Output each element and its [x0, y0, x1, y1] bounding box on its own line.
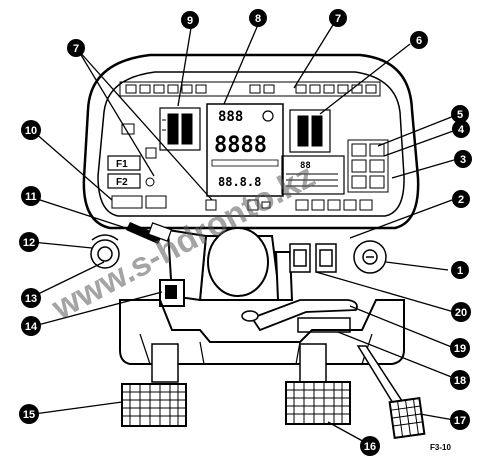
dashboard-inner-rim — [97, 71, 405, 217]
ignition-switch — [353, 240, 387, 274]
callout-4: 4 — [452, 120, 470, 138]
callout-18: 18 — [450, 370, 470, 390]
callout-15: 15 — [19, 404, 39, 424]
lcd-left-digits: 88.8.8 — [218, 175, 261, 189]
callout-7-right: 7 — [329, 9, 347, 27]
callout-17: 17 — [450, 410, 470, 430]
dashboard-shell — [82, 53, 420, 230]
svg-text:13: 13 — [25, 293, 37, 305]
callout-9: 9 — [181, 11, 199, 29]
lcd-top-digits: 888 — [218, 109, 243, 125]
left-rotary-dial — [90, 234, 120, 269]
callout-16: 16 — [360, 436, 380, 456]
f2-key-label: F2 — [116, 177, 128, 188]
lcd-main-digits: 8888 — [214, 133, 267, 158]
callout-19: 19 — [450, 338, 470, 358]
callout-8: 8 — [249, 9, 267, 27]
callout-10: 10 — [21, 120, 41, 140]
svg-text:11: 11 — [25, 191, 37, 203]
callout-11: 11 — [21, 186, 41, 206]
svg-text:5: 5 — [457, 109, 463, 121]
callout-7-left: 7 — [67, 39, 85, 57]
callout-5: 5 — [451, 105, 469, 123]
left-pedal — [121, 343, 187, 427]
callout-12: 12 — [19, 232, 39, 252]
svg-text:7: 7 — [335, 13, 341, 25]
svg-text:7: 7 — [73, 43, 79, 55]
column-base — [297, 317, 351, 333]
left-bar-gauges — [159, 107, 201, 151]
svg-text:15: 15 — [23, 409, 35, 421]
svg-text:17: 17 — [454, 415, 466, 427]
multifunction-lever — [126, 222, 173, 244]
svg-text:12: 12 — [23, 237, 35, 249]
center-pedal — [285, 343, 351, 425]
center-lcd-display: 888 8888 88.8.8 — [206, 103, 284, 197]
bottom-right-button-row — [295, 199, 373, 211]
callout-13: 13 — [21, 288, 41, 308]
svg-text:4: 4 — [458, 124, 465, 136]
figure-code: F3-10 — [430, 443, 451, 452]
tilt-lever — [250, 299, 358, 332]
svg-text:10: 10 — [25, 125, 37, 137]
svg-text:3: 3 — [460, 154, 466, 166]
svg-text:6: 6 — [416, 35, 422, 47]
callout-badges: 1 2 3 4 5 6 7 7 8 9 10 11 12 13 14 15 16… — [19, 9, 472, 456]
svg-text:2: 2 — [458, 194, 464, 206]
svg-text:20: 20 — [455, 307, 467, 319]
f1-key-label: F1 — [116, 159, 128, 170]
svg-text:14: 14 — [25, 321, 38, 333]
callout-14: 14 — [21, 316, 41, 336]
right-lcd-cluster: 88 — [281, 155, 345, 195]
right-pedal — [356, 345, 426, 440]
steering-column — [159, 227, 294, 307]
leader-lines — [31, 19, 457, 445]
lcd-right-digits: 88 — [300, 161, 311, 171]
callout-1: 1 — [451, 261, 469, 279]
callout-3: 3 — [454, 150, 472, 168]
warning-light-icons — [125, 84, 377, 94]
bottom-center-switches — [205, 199, 271, 211]
svg-text:19: 19 — [454, 343, 466, 355]
callout-20: 20 — [451, 302, 471, 322]
svg-text:9: 9 — [187, 15, 193, 27]
svg-text:18: 18 — [454, 375, 466, 387]
right-bar-gauges — [289, 109, 331, 153]
callout-2: 2 — [452, 190, 470, 208]
lower-dash-body — [119, 299, 405, 365]
callout-6: 6 — [410, 31, 428, 49]
function-keys: F1 F2 — [107, 155, 167, 209]
svg-text:8: 8 — [255, 13, 261, 25]
column-knob — [241, 310, 259, 322]
svg-text:1: 1 — [457, 265, 463, 277]
right-switch-block — [347, 139, 389, 193]
warning-light-strip — [119, 81, 381, 97]
svg-text:16: 16 — [364, 441, 376, 453]
rocker-switches — [289, 243, 337, 273]
